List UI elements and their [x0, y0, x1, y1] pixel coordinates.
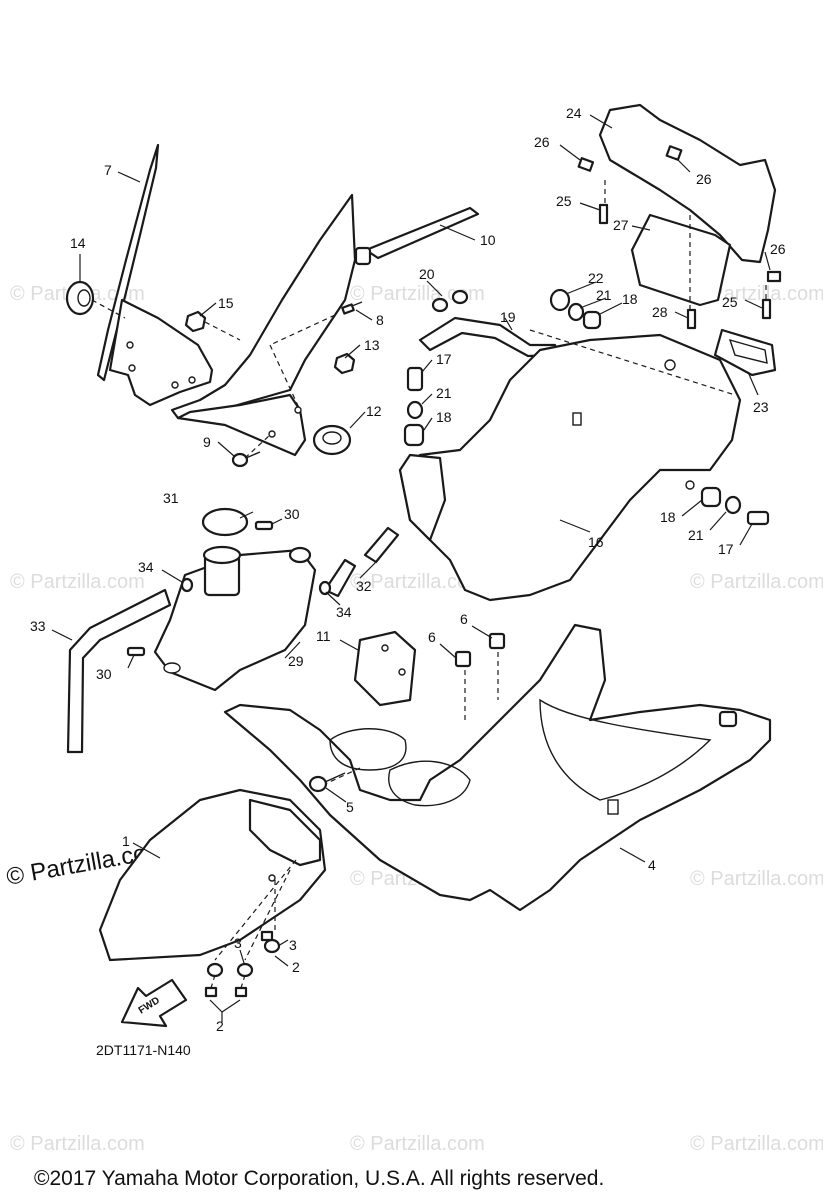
- part-29-tank: [153, 545, 317, 692]
- callout-32: 32: [356, 578, 372, 594]
- callout-20: 20: [419, 266, 435, 282]
- part-30-screws: [126, 520, 274, 657]
- part-23-pad: [713, 328, 777, 377]
- part-15-nut: [184, 310, 207, 333]
- callout-22: 22: [588, 270, 604, 286]
- callout-18: 18: [622, 291, 638, 307]
- callout-2: 2: [216, 1018, 224, 1034]
- callout-17: 17: [718, 541, 734, 557]
- part-17-collar: [406, 366, 770, 526]
- callout-7: 7: [104, 162, 112, 178]
- callout-10: 10: [480, 232, 496, 248]
- part-13-nut: [333, 352, 356, 375]
- part-24-cover: [577, 103, 782, 283]
- callout-29: 29: [288, 653, 304, 669]
- callout-6: 6: [460, 611, 468, 627]
- part-11-bracket: [353, 630, 417, 707]
- callout-16: 16: [588, 534, 604, 550]
- callout-26: 26: [534, 134, 550, 150]
- assembly-lines: [91, 180, 767, 989]
- callout-17: 17: [436, 351, 452, 367]
- part-34-clips: [180, 577, 332, 596]
- callout-25: 25: [722, 294, 738, 310]
- watermark: © Partzilla.com: [350, 1133, 485, 1155]
- part-4-floor: [223, 623, 772, 912]
- callout-19: 19: [500, 309, 516, 325]
- callout-28: 28: [652, 304, 668, 320]
- callout-31: 31: [163, 490, 179, 506]
- callout-26: 26: [696, 171, 712, 187]
- callout-9: 9: [203, 434, 211, 450]
- callout-3: 3: [234, 935, 242, 951]
- watermark: © Partzilla.com: [10, 571, 145, 593]
- watermark: © Partzilla.com: [690, 283, 823, 305]
- callout-1: 1: [122, 833, 130, 849]
- callout-18: 18: [436, 409, 452, 425]
- callout-5: 5: [346, 799, 354, 815]
- callout-13: 13: [364, 337, 380, 353]
- callout-6: 6: [428, 629, 436, 645]
- callout-8: 8: [376, 312, 384, 328]
- part-9-screw: [231, 451, 261, 468]
- callout-21: 21: [436, 385, 452, 401]
- callout-15: 15: [218, 295, 234, 311]
- part-2-3-fasteners: [204, 930, 281, 998]
- watermark: © Partzilla.com: [690, 868, 823, 890]
- part-33-hose: [66, 588, 172, 754]
- callout-21: 21: [688, 527, 704, 543]
- callout-11: 11: [316, 628, 331, 644]
- callout-3: 3: [289, 937, 297, 953]
- fwd-arrow-icon: FWD: [120, 978, 188, 1028]
- part-31-cap: [201, 507, 249, 537]
- part-14-grommet: [65, 280, 95, 316]
- callout-30: 30: [284, 506, 300, 522]
- part-7-windscreen: [96, 143, 214, 407]
- callout-23: 23: [753, 399, 769, 415]
- callouts: 7 14 15 8 13 12 9 10 20 19 17 21 18 22 2…: [30, 105, 786, 1034]
- callout-21: 21: [596, 287, 612, 303]
- callout-25: 25: [556, 193, 572, 209]
- part-20-screws: [431, 289, 469, 313]
- part-32-hose: [323, 526, 400, 598]
- part-12-grommet: [312, 424, 352, 456]
- watermark: © Partzilla.com: [690, 571, 823, 593]
- part-10-strap: [354, 206, 480, 266]
- watermark: © Partzilla.com: [350, 571, 485, 593]
- leader-lines: [51, 114, 771, 1022]
- part-22-grommet: [549, 288, 571, 312]
- callout-18: 18: [660, 509, 676, 525]
- part-16-body: [398, 333, 742, 602]
- callout-12: 12: [366, 403, 382, 419]
- callout-14: 14: [70, 235, 86, 251]
- callout-24: 24: [566, 105, 582, 121]
- part-21-washer: [406, 302, 742, 515]
- part-18-spacer: [403, 310, 722, 508]
- watermark: © Partzilla.com: [350, 283, 485, 305]
- callout-26: 26: [770, 241, 786, 257]
- copyright-notice: ©2017 Yamaha Motor Corporation, U.S.A. A…: [34, 1167, 604, 1190]
- watermark: © Partzilla.com: [690, 1133, 823, 1155]
- part-8-screw: [341, 301, 363, 315]
- callout-34: 34: [138, 559, 154, 575]
- watermark: © Partzilla.com: [10, 1133, 145, 1155]
- diagram-code: 2DT1171-N140: [96, 1042, 191, 1058]
- callout-4: 4: [648, 857, 656, 873]
- part-1-fender: [98, 788, 327, 962]
- part-27-lid: [630, 213, 732, 330]
- callout-30: 30: [96, 666, 112, 682]
- part-6-clips: [454, 632, 506, 668]
- callout-33: 33: [30, 618, 46, 634]
- part-5-bolt: [308, 772, 346, 793]
- part-25-screws: [598, 203, 772, 320]
- callout-2: 2: [292, 959, 300, 975]
- callout-34: 34: [336, 604, 352, 620]
- callout-27: 27: [613, 217, 629, 233]
